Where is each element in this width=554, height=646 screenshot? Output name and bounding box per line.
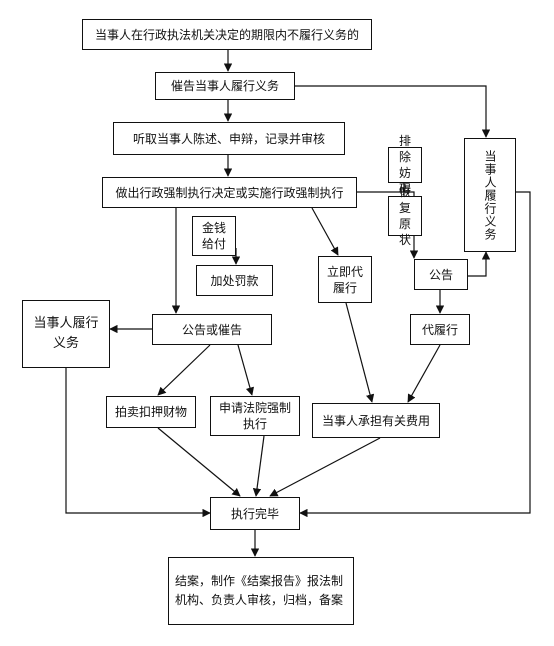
step-nonperformance: 当事人在行政执法机关决定的期限内不履行义务的 — [82, 19, 372, 50]
step-immediate-substitute: 立即代履行 — [318, 256, 372, 303]
step-party-performs-right: 当事人履行义务 — [464, 138, 516, 252]
step-execution-complete: 执行完毕 — [210, 497, 300, 530]
step-add-fine-label: 加处罚款 — [210, 273, 259, 288]
step-close-case: 结案，制作《结案报告》报法制机构、负责人审核，归档，备案 — [168, 557, 354, 625]
step-announcement: 公告 — [414, 259, 468, 290]
step-announcement-label: 公告 — [428, 267, 453, 282]
step-substitute-performance-label: 代履行 — [421, 322, 458, 337]
step-execution-complete-label: 执行完毕 — [230, 506, 279, 521]
step-party-performs-right-label: 当事人履行义务 — [483, 149, 497, 241]
step-restore-original-label: 恢复原状 — [398, 185, 411, 247]
step-announce-or-urge: 公告或催告 — [152, 314, 272, 345]
step-apply-court: 申请法院强制执行 — [210, 396, 300, 436]
step-auction-seized-label: 拍卖扣押财物 — [114, 405, 187, 419]
step-restore-original: 恢复原状 — [388, 185, 422, 247]
step-party-bears-costs-label: 当事人承担有关费用 — [321, 413, 430, 428]
step-party-bears-costs: 当事人承担有关费用 — [312, 403, 440, 438]
step-remove-obstruction: 排除妨碍 — [388, 134, 422, 196]
step-party-performs-left: 当事人履行义务 — [22, 300, 110, 368]
step-auction-seized: 拍卖扣押财物 — [106, 396, 196, 428]
step-urge-performance: 催告当事人履行义务 — [155, 72, 295, 100]
step-substitute-performance: 代履行 — [410, 314, 470, 345]
step-monetary-payment: 金钱给付 — [192, 216, 236, 256]
step-enforcement-decision-label: 做出行政强制执行决定或实施行政强制执行 — [115, 185, 344, 200]
step-urge-performance-label: 催告当事人履行义务 — [170, 79, 279, 93]
step-add-fine: 加处罚款 — [196, 265, 273, 296]
step-hear-statement-label: 听取当事人陈述、申辩，记录并审核 — [132, 131, 325, 146]
step-enforcement-decision: 做出行政强制执行决定或实施行政强制执行 — [102, 177, 357, 208]
step-close-case-label: 结案，制作《结案报告》报法制机构、负责人审核，归档，备案 — [175, 574, 344, 607]
step-apply-court-label: 申请法院强制执行 — [218, 401, 291, 431]
step-nonperformance-label: 当事人在行政执法机关决定的期限内不履行义务的 — [94, 27, 359, 42]
step-announce-or-urge-label: 公告或催告 — [181, 322, 242, 337]
step-immediate-substitute-label: 立即代履行 — [326, 264, 363, 295]
step-monetary-payment-label: 金钱给付 — [201, 221, 226, 251]
step-remove-obstruction-label: 排除妨碍 — [398, 134, 411, 196]
step-hear-statement: 听取当事人陈述、申辩，记录并审核 — [113, 122, 345, 155]
step-party-performs-left-label: 当事人履行义务 — [33, 316, 99, 351]
